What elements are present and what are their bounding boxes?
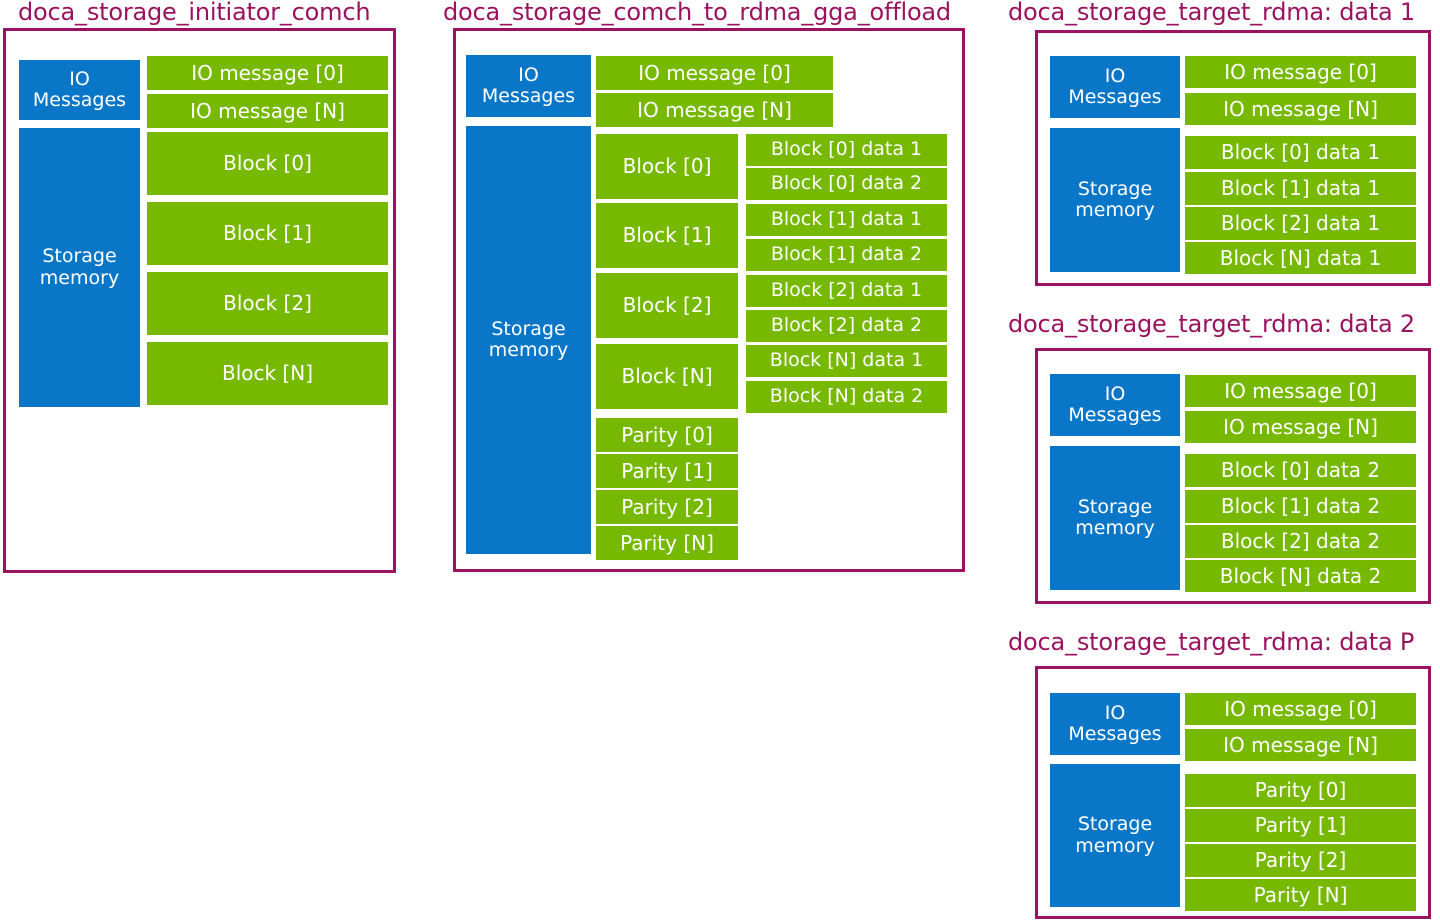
storage-block-row: Block [2] (147, 272, 388, 335)
storage-block-row: Block [1] data 1 (1185, 172, 1416, 205)
storage-block-row: Block [2] data 2 (1185, 525, 1416, 558)
io-message-row: IO message [0] (1185, 375, 1416, 407)
panel-title-comch-to-rdma-gga-offload: doca_storage_comch_to_rdma_gga_offload (443, 0, 951, 26)
io-message-row: IO message [N] (596, 93, 833, 127)
storage-block-row: Block [N] (147, 342, 388, 405)
block-data-row: Block [0] data 2 (746, 168, 947, 200)
parity-row: Parity [N] (596, 526, 738, 560)
storage-block-row: Block [1] data 2 (1185, 490, 1416, 523)
parity-row: Parity [2] (1185, 844, 1416, 877)
io-message-row: IO message [0] (147, 56, 388, 90)
io-message-row: IO message [N] (147, 94, 388, 128)
io-message-row: IO message [N] (1185, 411, 1416, 443)
parity-row: Parity [1] (1185, 809, 1416, 842)
panel-title-target-rdma-data-p: doca_storage_target_rdma: data P (1008, 628, 1415, 656)
block-data-row: Block [2] data 1 (746, 275, 947, 307)
storage-block-row: Block [0] data 1 (1185, 136, 1416, 169)
storage-block-row: Block [0] (147, 132, 388, 195)
io-message-row: IO message [N] (1185, 93, 1416, 125)
block-data-row: Block [0] data 1 (746, 134, 947, 166)
storage-block-row: Block [2] data 1 (1185, 207, 1416, 240)
block-data-row: Block [2] data 2 (746, 310, 947, 342)
storage-block-row: Block [0] (596, 134, 738, 199)
panel-title-initiator-comch: doca_storage_initiator_comch (18, 0, 371, 26)
block-data-row: Block [N] data 1 (746, 345, 947, 377)
parity-row: Parity [2] (596, 490, 738, 524)
parity-row: Parity [1] (596, 454, 738, 488)
parity-row: Parity [0] (1185, 774, 1416, 807)
io-message-row: IO message [0] (1185, 693, 1416, 725)
io-message-row: IO message [N] (1185, 729, 1416, 761)
panel-title-target-rdma-data-1: doca_storage_target_rdma: data 1 (1008, 0, 1416, 26)
block-data-row: Block [1] data 1 (746, 204, 947, 236)
io-message-row: IO message [0] (1185, 56, 1416, 88)
block-data-row: Block [N] data 2 (746, 381, 947, 413)
storage-block-row: Block [N] data 1 (1185, 242, 1416, 274)
storage-block-row: Block [1] (596, 203, 738, 268)
storage-block-row: Block [N] data 2 (1185, 560, 1416, 592)
panel-title-target-rdma-data-2: doca_storage_target_rdma: data 2 (1008, 310, 1416, 338)
storage-block-row: Block [1] (147, 202, 388, 265)
parity-row: Parity [0] (596, 418, 738, 452)
storage-block-row: Block [2] (596, 273, 738, 338)
io-message-row: IO message [0] (596, 56, 833, 90)
storage-block-row: Block [N] (596, 344, 738, 409)
block-data-row: Block [1] data 2 (746, 239, 947, 271)
storage-block-row: Block [0] data 2 (1185, 454, 1416, 487)
parity-row: Parity [N] (1185, 879, 1416, 911)
